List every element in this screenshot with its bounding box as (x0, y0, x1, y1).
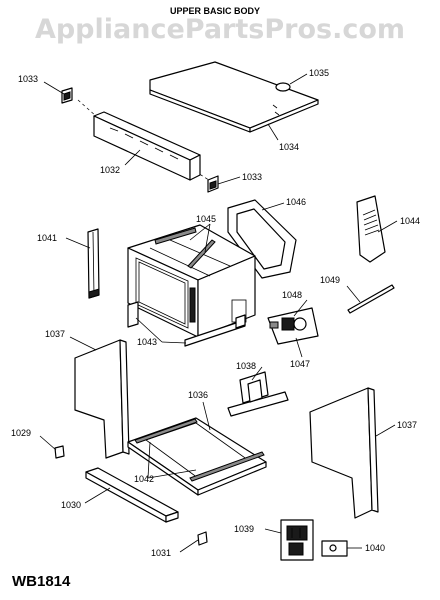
callout-1035: 1035 (309, 68, 329, 78)
part-1049-rod[interactable] (347, 284, 395, 314)
drawing-code: WB1814 (12, 573, 71, 590)
part-1038-bracket[interactable] (227, 371, 289, 417)
callout-1033-top: 1033 (18, 74, 38, 84)
part-1041-post[interactable] (87, 228, 100, 299)
part-1029-clip[interactable] (54, 445, 65, 459)
part-1040-switch[interactable] (321, 540, 348, 557)
callout-1046: 1046 (286, 197, 306, 207)
part-1033-clip-mid[interactable] (207, 175, 219, 193)
part-1043-base-bracket[interactable] (127, 301, 246, 347)
callout-1037-right: 1037 (397, 420, 417, 430)
callout-1045: 1045 (196, 214, 216, 224)
alignment-line (77, 99, 97, 117)
part-1035-grommet[interactable] (275, 82, 291, 92)
watermark-text: AppliancePartsPros.com (35, 14, 405, 45)
callout-1029: 1029 (11, 428, 31, 438)
part-1030-bottom-rail[interactable] (85, 467, 179, 523)
part-1046-door-frame[interactable] (227, 199, 297, 279)
callout-1041: 1041 (37, 233, 57, 243)
callout-1047: 1047 (290, 359, 310, 369)
part-1032-front-channel[interactable] (93, 111, 201, 181)
leader-lines (39, 73, 398, 553)
callout-1031: 1031 (151, 548, 171, 558)
part-1033-clip-top[interactable] (61, 87, 73, 104)
part-1045-brackets[interactable] (154, 227, 216, 269)
callout-1048: 1048 (282, 290, 302, 300)
callout-1044: 1044 (400, 216, 420, 226)
callout-1036: 1036 (188, 390, 208, 400)
callout-1037-left: 1037 (45, 329, 65, 339)
callout-1038: 1038 (236, 361, 256, 371)
callout-1030: 1030 (61, 500, 81, 510)
diagram-subtitle: UPPER BASIC BODY (170, 6, 260, 16)
part-1037-right-panel[interactable] (309, 387, 379, 519)
callout-1043: 1043 (137, 337, 157, 347)
callout-1032: 1032 (100, 165, 120, 175)
part-1037-left-panel[interactable] (74, 339, 130, 459)
callout-1040: 1040 (365, 543, 385, 553)
callout-1039: 1039 (234, 524, 254, 534)
callout-1033-mid: 1033 (242, 172, 262, 182)
part-1047-switch-assembly[interactable] (267, 307, 319, 345)
callout-1034: 1034 (279, 142, 299, 152)
part-1039-switch[interactable] (280, 519, 314, 561)
part-1034-top-cover[interactable] (149, 61, 319, 133)
part-1042-rails[interactable] (134, 418, 265, 482)
callout-1042: 1042 (134, 474, 154, 484)
part-1044-vent-cover[interactable] (356, 195, 386, 263)
part-1036-base-plate[interactable] (127, 417, 267, 496)
part-1031-clip[interactable] (197, 531, 208, 546)
alignment-line (189, 167, 213, 183)
callout-1049: 1049 (320, 275, 340, 285)
